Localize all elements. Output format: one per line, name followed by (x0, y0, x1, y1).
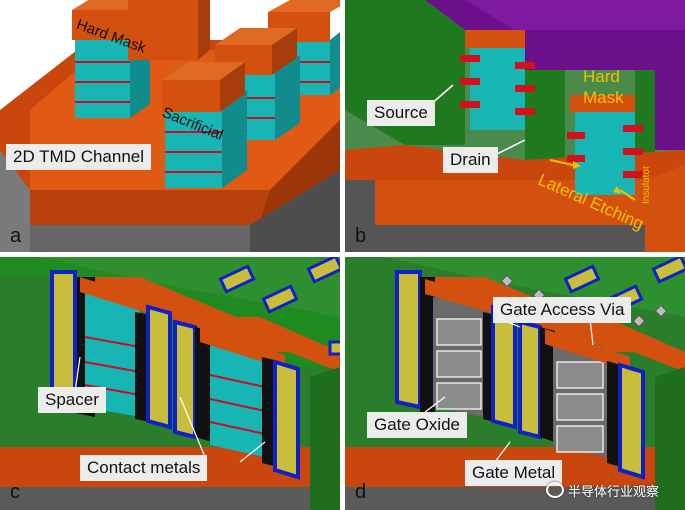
watermark-text: 半导体行业观察 (567, 485, 659, 500)
panel-c-illustration (0, 257, 340, 510)
source-callout: Source (367, 100, 435, 126)
stack-2 (128, 0, 210, 60)
panel-b: Source Drain Hard Mask Lateral Etching I… (345, 0, 685, 252)
gate-access-via-callout: Gate Access Via (493, 297, 632, 323)
panel-label-d: d (355, 481, 367, 503)
substrate-gray (345, 487, 685, 510)
transistor-2 (540, 327, 645, 480)
panel-c: Spacer Contact metals c (0, 257, 340, 510)
stack-left (460, 30, 535, 130)
transistor-1 (50, 270, 197, 440)
contact-metals-callout: Contact metals (80, 455, 208, 481)
substrate-gray (375, 225, 645, 252)
wechat-icon (545, 482, 564, 498)
stack-right (567, 95, 643, 195)
gate-metal-callout: Gate Metal (465, 460, 563, 486)
substrate-gray (30, 225, 250, 252)
panel-d: Gate Access Via Gate Oxide Gate Metal d (345, 257, 685, 510)
panel-b-illustration (345, 0, 685, 252)
spacer-callout: Spacer (38, 387, 106, 413)
gate-oxide-callout: Gate Oxide (367, 412, 467, 438)
panel-label-a: a (10, 225, 22, 247)
substrate-gray (0, 487, 340, 510)
stack-5 (162, 62, 247, 188)
drain-callout: Drain (443, 147, 498, 173)
panel-label-c: c (10, 481, 20, 503)
insulator-label: Insulator (641, 165, 652, 204)
panel-a-illustration (0, 0, 340, 252)
hard-mask-label: Hard Mask (583, 67, 624, 107)
channel-callout: 2D TMD Channel (6, 144, 152, 170)
transistor-2 (195, 327, 300, 480)
panel-label-b: b (355, 225, 367, 247)
watermark: 半导体行业观察 (545, 481, 659, 500)
panel-a: Hard Mask Sacrificial 2D TMD Channel a (0, 0, 340, 252)
